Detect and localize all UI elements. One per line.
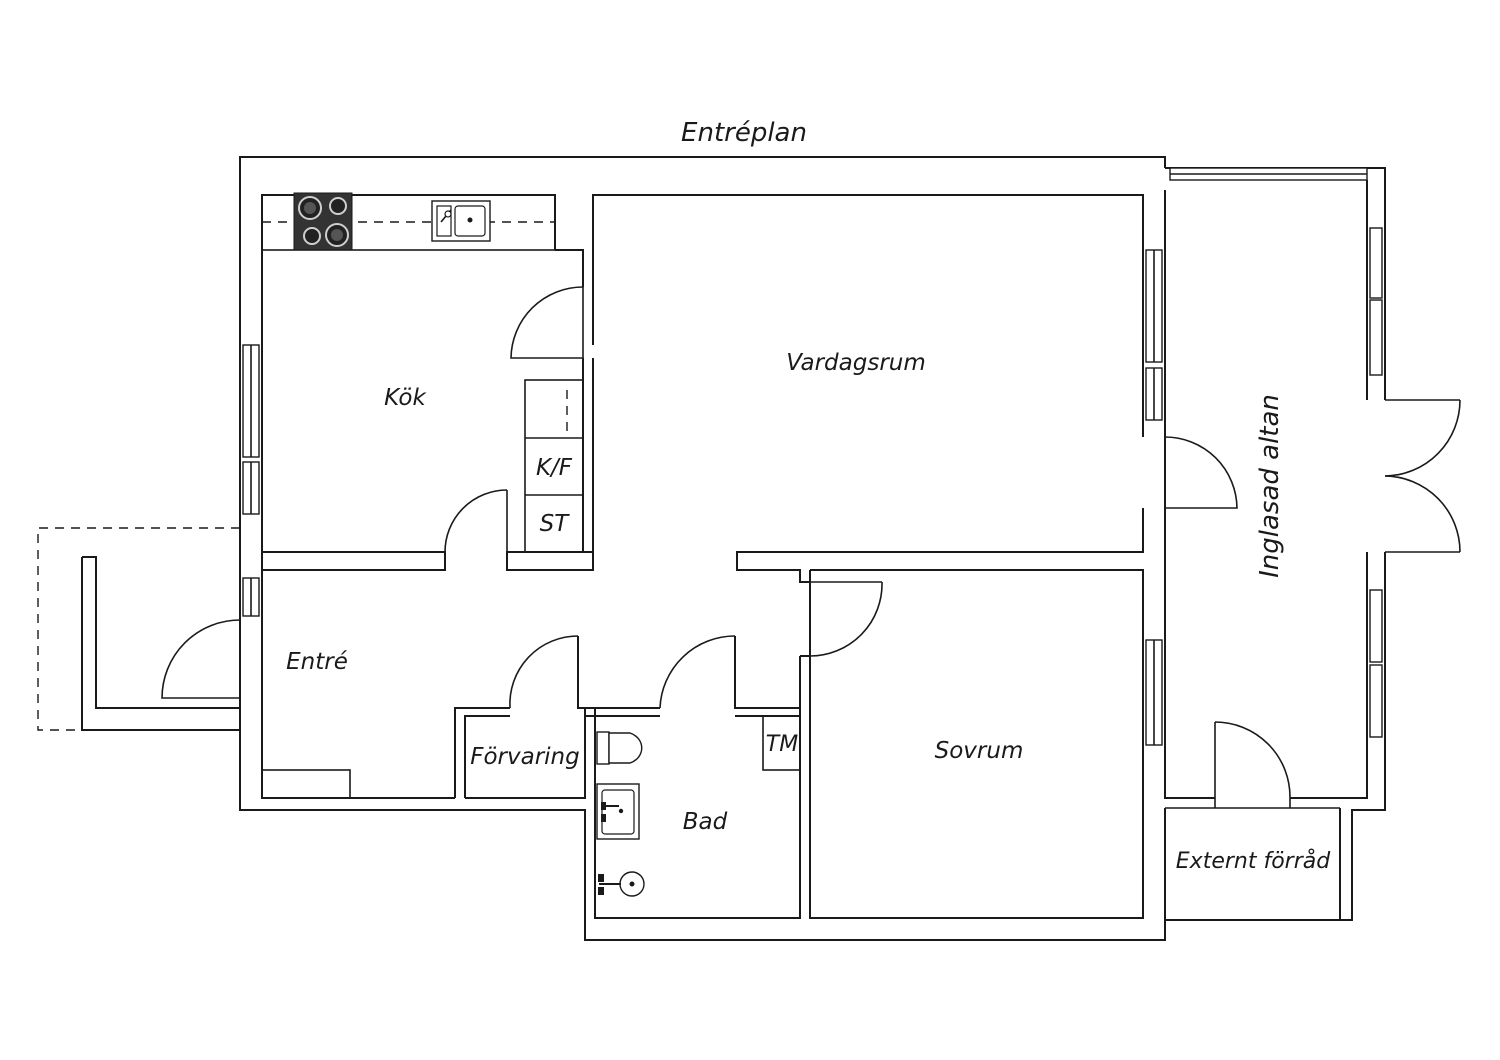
room-label-storage: Förvaring [470, 744, 580, 770]
room-label-bedroom: Sovrum [935, 738, 1024, 764]
stove-icon [293, 192, 353, 251]
room-label-external-storage: Externt förråd [1176, 848, 1331, 874]
kitchen-sink-icon [431, 200, 491, 242]
room-label-living-room: Vardagsrum [786, 350, 926, 376]
washbasin-icon [596, 783, 640, 840]
plan-title: Entréplan [681, 118, 807, 148]
outdoor-area-outline [37, 527, 240, 731]
fixture-label-dishwasher: ST [540, 511, 571, 537]
fixture-label-fridge-freezer: K/F [536, 455, 573, 481]
room-label-kitchen: Kök [384, 385, 427, 411]
doors [161, 286, 1461, 808]
toilet-icon [596, 731, 643, 765]
fixture-label-washing-machine: TM [766, 732, 798, 757]
windows [242, 167, 1383, 746]
outer-walls [81, 156, 1386, 941]
room-label-glazed-terrace: Inglasad altan [1255, 394, 1285, 578]
shower-icon [598, 871, 645, 897]
room-label-bathroom: Bad [683, 809, 728, 835]
room-label-entrance: Entré [286, 649, 348, 675]
